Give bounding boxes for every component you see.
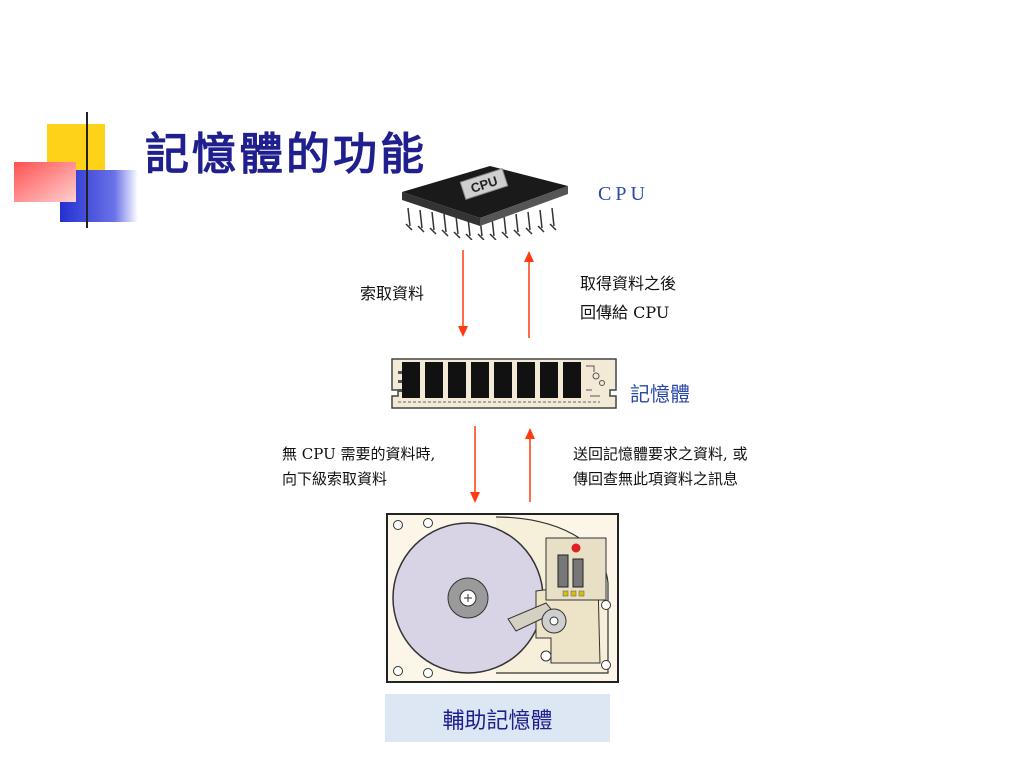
fetch-lower-label-line1: 無 CPU 需要的資料時,: [282, 445, 436, 463]
arrow-head-down: [458, 326, 468, 337]
memory-label: 記憶體: [630, 382, 690, 406]
fetch-lower-label-line2: 向下級索取資料: [282, 470, 388, 488]
request-data-label: 索取資料: [360, 284, 425, 303]
cpu-label: CPU: [598, 183, 649, 205]
return-data-label-line1: 取得資料之後: [580, 274, 677, 293]
send-back-label-line1: 送回記憶體要求之資料, 或: [573, 445, 748, 463]
hard-disk-icon: [386, 513, 619, 683]
return-data-label-line2: 回傳給 CPU: [580, 303, 670, 322]
send-back-label-line2: 傳回查無此項資料之訊息: [573, 470, 739, 488]
arrow-head-down: [470, 492, 480, 503]
cpu-memory-arrows: [458, 250, 534, 338]
deco-red-square: [14, 162, 76, 202]
arrow-head-up: [524, 251, 534, 262]
memory-module-icon: [391, 358, 617, 409]
storage-label-box: [385, 694, 610, 742]
memory-storage-arrows: [470, 426, 535, 503]
storage-label: 輔助記憶體: [442, 709, 553, 734]
arrow-head-up: [525, 428, 535, 439]
slide-title: 記憶體的功能: [145, 129, 427, 180]
cpu-chip-icon: CPU: [402, 166, 568, 240]
